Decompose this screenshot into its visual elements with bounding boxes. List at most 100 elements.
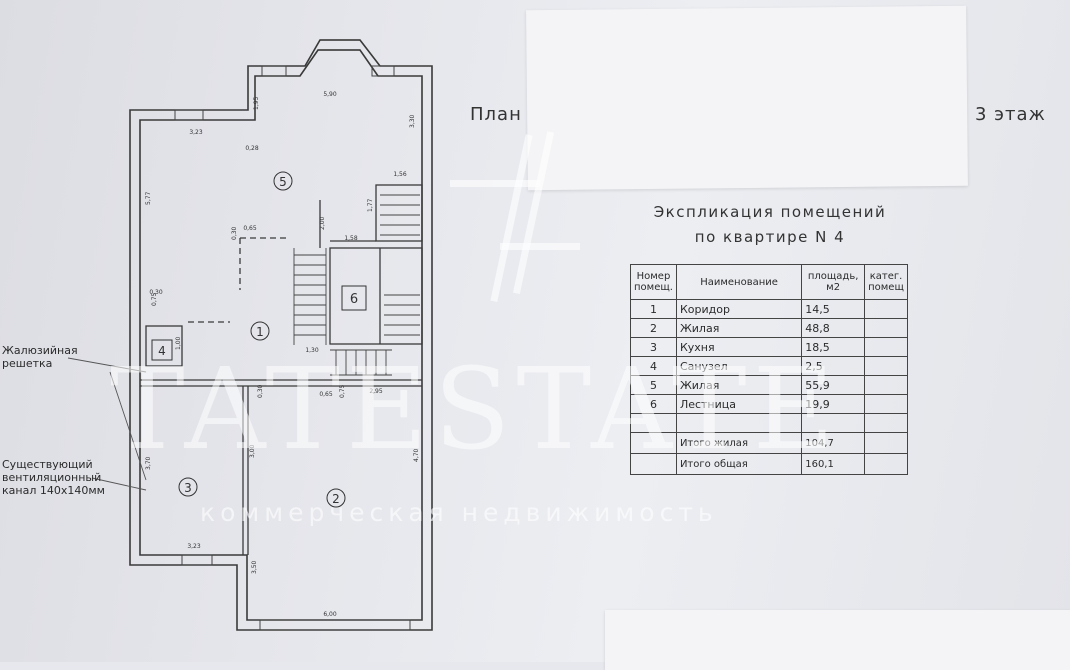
- empty-cell: [864, 413, 908, 433]
- room-name-cell: Коридор: [675, 299, 803, 319]
- note-louvre-grille: Жалюзийная решетка: [2, 344, 78, 370]
- room-4-box: [151, 339, 173, 361]
- table-row-empty: [630, 413, 908, 433]
- col-name-header: Наименование: [675, 264, 803, 300]
- table-row: 2 Жилая 48,8: [630, 318, 908, 338]
- dim-label: 4,70: [413, 448, 420, 462]
- dim-label: 1,56: [393, 171, 407, 178]
- room-number-cell: 6: [630, 394, 677, 414]
- dim-label: 2,95: [369, 388, 383, 395]
- room-number-cell: 5: [630, 375, 677, 395]
- dim-label: 3,70: [145, 456, 152, 470]
- empty-cell: [630, 453, 677, 475]
- dim-label: 2,00: [319, 216, 326, 230]
- dim-label: 1,77: [367, 198, 374, 212]
- dim-label: 5,90: [323, 91, 337, 98]
- room-6-number: 6: [350, 292, 358, 307]
- table-header-row: Номер помещ. Наименование площадь, м2 ка…: [630, 264, 908, 300]
- room-category-cell: [864, 356, 908, 376]
- room-number-cell: 4: [630, 356, 677, 376]
- dimension-labels: 5,90 1,95 3,23 0,28 3,30 5,77 1,56 1,77 …: [145, 91, 420, 618]
- room-5-circle: [273, 171, 293, 191]
- dim-label: 1,58: [344, 235, 358, 242]
- room-area-cell: 2,5: [801, 356, 865, 376]
- dim-label: 1,30: [305, 347, 319, 354]
- dim-label: 0,30: [231, 226, 238, 240]
- room-4-number: 4: [158, 344, 166, 358]
- empty-cell: [864, 432, 908, 454]
- dim-label: 0,30: [257, 384, 264, 398]
- dim-label: 3,00: [249, 444, 256, 458]
- dim-label: 3,30: [409, 114, 416, 128]
- dim-label: 0,65: [243, 225, 257, 232]
- dim-label: 0,75: [339, 384, 346, 398]
- floor-label: 3 этаж: [975, 104, 1046, 125]
- watermark-logo-letters: TE: [440, 125, 442, 126]
- room-name-cell: Кухня: [675, 337, 803, 357]
- total-label: Итого общая: [675, 453, 803, 475]
- col-area-header: площадь, м2: [801, 264, 865, 300]
- explication-table: Номер помещ. Наименование площадь, м2 ка…: [630, 264, 908, 475]
- room-1-circle: [250, 321, 270, 341]
- note-ventilation-channel: Существующий вентиляционный канал 140х14…: [2, 458, 105, 497]
- paper-sticker-bottom: [605, 610, 1070, 670]
- room-name-cell: Санузел: [675, 356, 803, 376]
- room-area-cell: 55,9: [801, 375, 865, 395]
- empty-cell: [675, 413, 803, 433]
- table-row: 3 Кухня 18,5: [630, 337, 908, 357]
- dim-label: 3,23: [189, 129, 203, 136]
- room-name-cell: Жилая: [675, 375, 803, 395]
- plan-inner-walls: [140, 184, 423, 555]
- room-name-cell: Лестница: [675, 394, 803, 414]
- empty-cell: [801, 413, 865, 433]
- table-row: 1 Коридор 14,5: [630, 299, 908, 319]
- room-2-circle: [326, 488, 346, 508]
- total-value: 104,7: [801, 432, 865, 454]
- room-area-cell: 48,8: [801, 318, 865, 338]
- watermark-logo: TE: [440, 125, 580, 302]
- watermark-logo-mark: [450, 131, 580, 302]
- explication-subtitle: по квартире N 4: [694, 228, 846, 246]
- room-category-cell: [864, 394, 908, 414]
- room-number-cell: 1: [630, 299, 677, 319]
- dim-label: 6,00: [323, 611, 337, 618]
- room-name-cell: Жилая: [675, 318, 803, 338]
- dim-label: 0,75: [151, 292, 158, 306]
- room-1-number: 1: [256, 325, 264, 339]
- table-row: 5 Жилая 55,9: [630, 375, 908, 395]
- col-category-header: катег. помещ: [864, 264, 908, 300]
- total-row-overall: Итого общая 160,1: [630, 453, 908, 475]
- room-category-cell: [864, 375, 908, 395]
- room-category-cell: [864, 318, 908, 338]
- room-labels: 5 1 4 6 3 2: [151, 171, 367, 508]
- col-number-header: Номер помещ.: [630, 264, 677, 300]
- plan-windows: [174, 65, 411, 631]
- table-row: 6 Лестница 19,9: [630, 394, 908, 414]
- room-number-cell: 3: [630, 337, 677, 357]
- empty-cell: [630, 413, 677, 433]
- explication-title: Экспликация помещений: [653, 203, 887, 221]
- dim-label: 1,00: [175, 336, 182, 350]
- empty-cell: [630, 432, 677, 454]
- room-area-cell: 14,5: [801, 299, 865, 319]
- dim-label: 0,65: [319, 391, 333, 398]
- room-area-cell: 19,9: [801, 394, 865, 414]
- total-row-living: Итого жилая 104,7: [630, 432, 908, 454]
- room-5-number: 5: [279, 175, 287, 189]
- total-value: 160,1: [801, 453, 865, 475]
- dim-label: 5,77: [145, 191, 152, 205]
- dim-label: 0,30: [149, 289, 163, 296]
- plan-leaders: [67, 357, 147, 491]
- table-row: 4 Санузел 2,5: [630, 356, 908, 376]
- room-2-number: 2: [332, 492, 340, 506]
- dim-label: 3,23: [187, 543, 201, 550]
- plan-stairs: [293, 194, 420, 376]
- room-3-number: 3: [184, 481, 192, 495]
- dim-label: 1,95: [253, 96, 260, 110]
- room-number-cell: 2: [630, 318, 677, 338]
- total-label: Итого жилая: [675, 432, 803, 454]
- room-6-box: [341, 285, 367, 311]
- room-category-cell: [864, 299, 908, 319]
- room-3-circle: [178, 477, 198, 497]
